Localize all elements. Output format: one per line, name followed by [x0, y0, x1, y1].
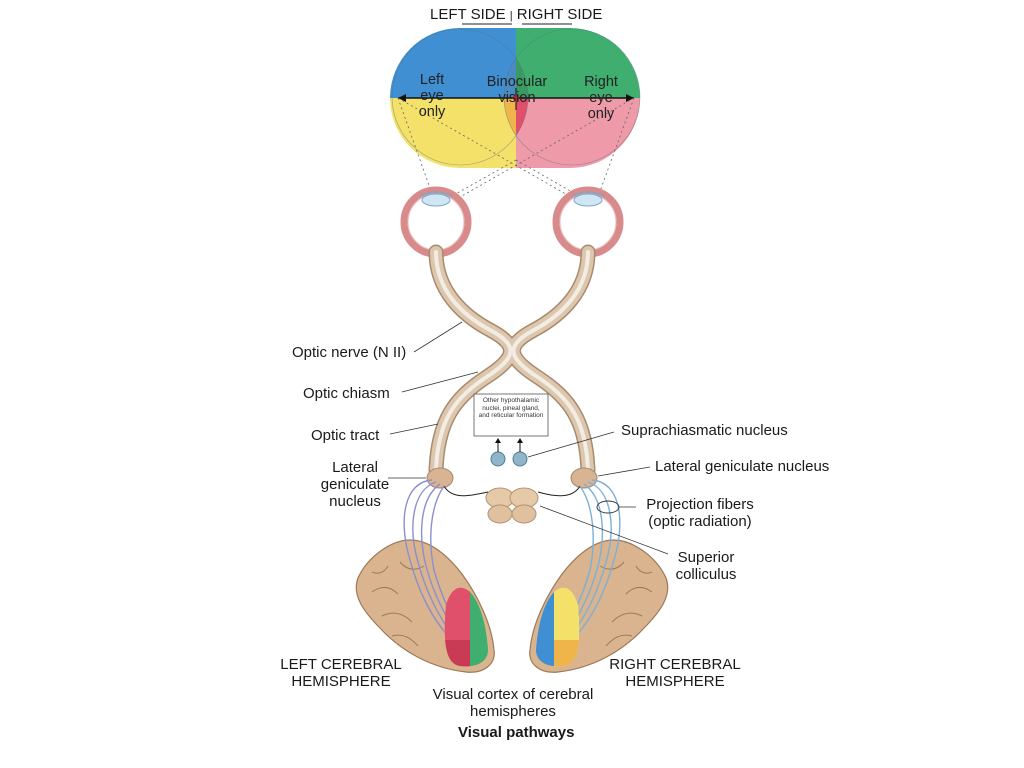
other-nuclei-label: Other hypothalamic nuclei, pineal gland,…	[478, 397, 544, 419]
visual-cortex-label: Visual cortex of cerebral hemispheres	[432, 686, 594, 720]
suprachiasmatic-nucleus-right	[512, 451, 528, 467]
field-header: LEFT SIDE | RIGHT SIDE	[430, 6, 602, 25]
right-eyeball	[552, 186, 624, 258]
left-eye-only-label: Left eye only	[418, 72, 446, 120]
optic-pathway	[428, 244, 596, 478]
lateral-geniculate-nucleus-left-label: Lateral geniculate nucleus	[320, 459, 390, 510]
suprachiasmatic-nucleus-left	[490, 451, 506, 467]
left-eye-field	[390, 28, 516, 168]
side-divider: |	[509, 10, 513, 22]
left-side-label: LEFT SIDE	[430, 6, 506, 23]
right-eye-only-label: Right eye only	[584, 74, 618, 122]
right-hemisphere-label: RIGHT CEREBRAL HEMISPHERE	[609, 656, 741, 690]
left-eyeball	[400, 186, 472, 258]
optic-nerve-label: Optic nerve (N II)	[292, 344, 407, 361]
right-side-label: RIGHT SIDE	[516, 6, 603, 23]
diagram-caption: Visual pathways	[458, 724, 575, 741]
left-hemisphere-label: LEFT CEREBRAL HEMISPHERE	[280, 656, 402, 690]
superior-colliculus-label: Superior colliculus	[675, 549, 737, 583]
optic-tract-label: Optic tract	[311, 427, 380, 444]
optic-chiasm-label: Optic chiasm	[303, 385, 390, 402]
lateral-geniculate-nucleus-right-label: Lateral geniculate nucleus	[655, 458, 830, 475]
visual-cortex-right	[536, 587, 580, 667]
leader-lines	[388, 321, 669, 555]
binocular-vision-label: Binocular vision	[486, 74, 548, 106]
projection-fibers-label: Projection fibers (optic radiation)	[646, 496, 754, 530]
other-nuclei-box	[473, 393, 549, 437]
suprachiasmatic-nucleus-label: Suprachiasmatic nucleus	[621, 422, 788, 439]
visual-field	[390, 23, 641, 168]
superior-colliculus	[485, 487, 539, 524]
